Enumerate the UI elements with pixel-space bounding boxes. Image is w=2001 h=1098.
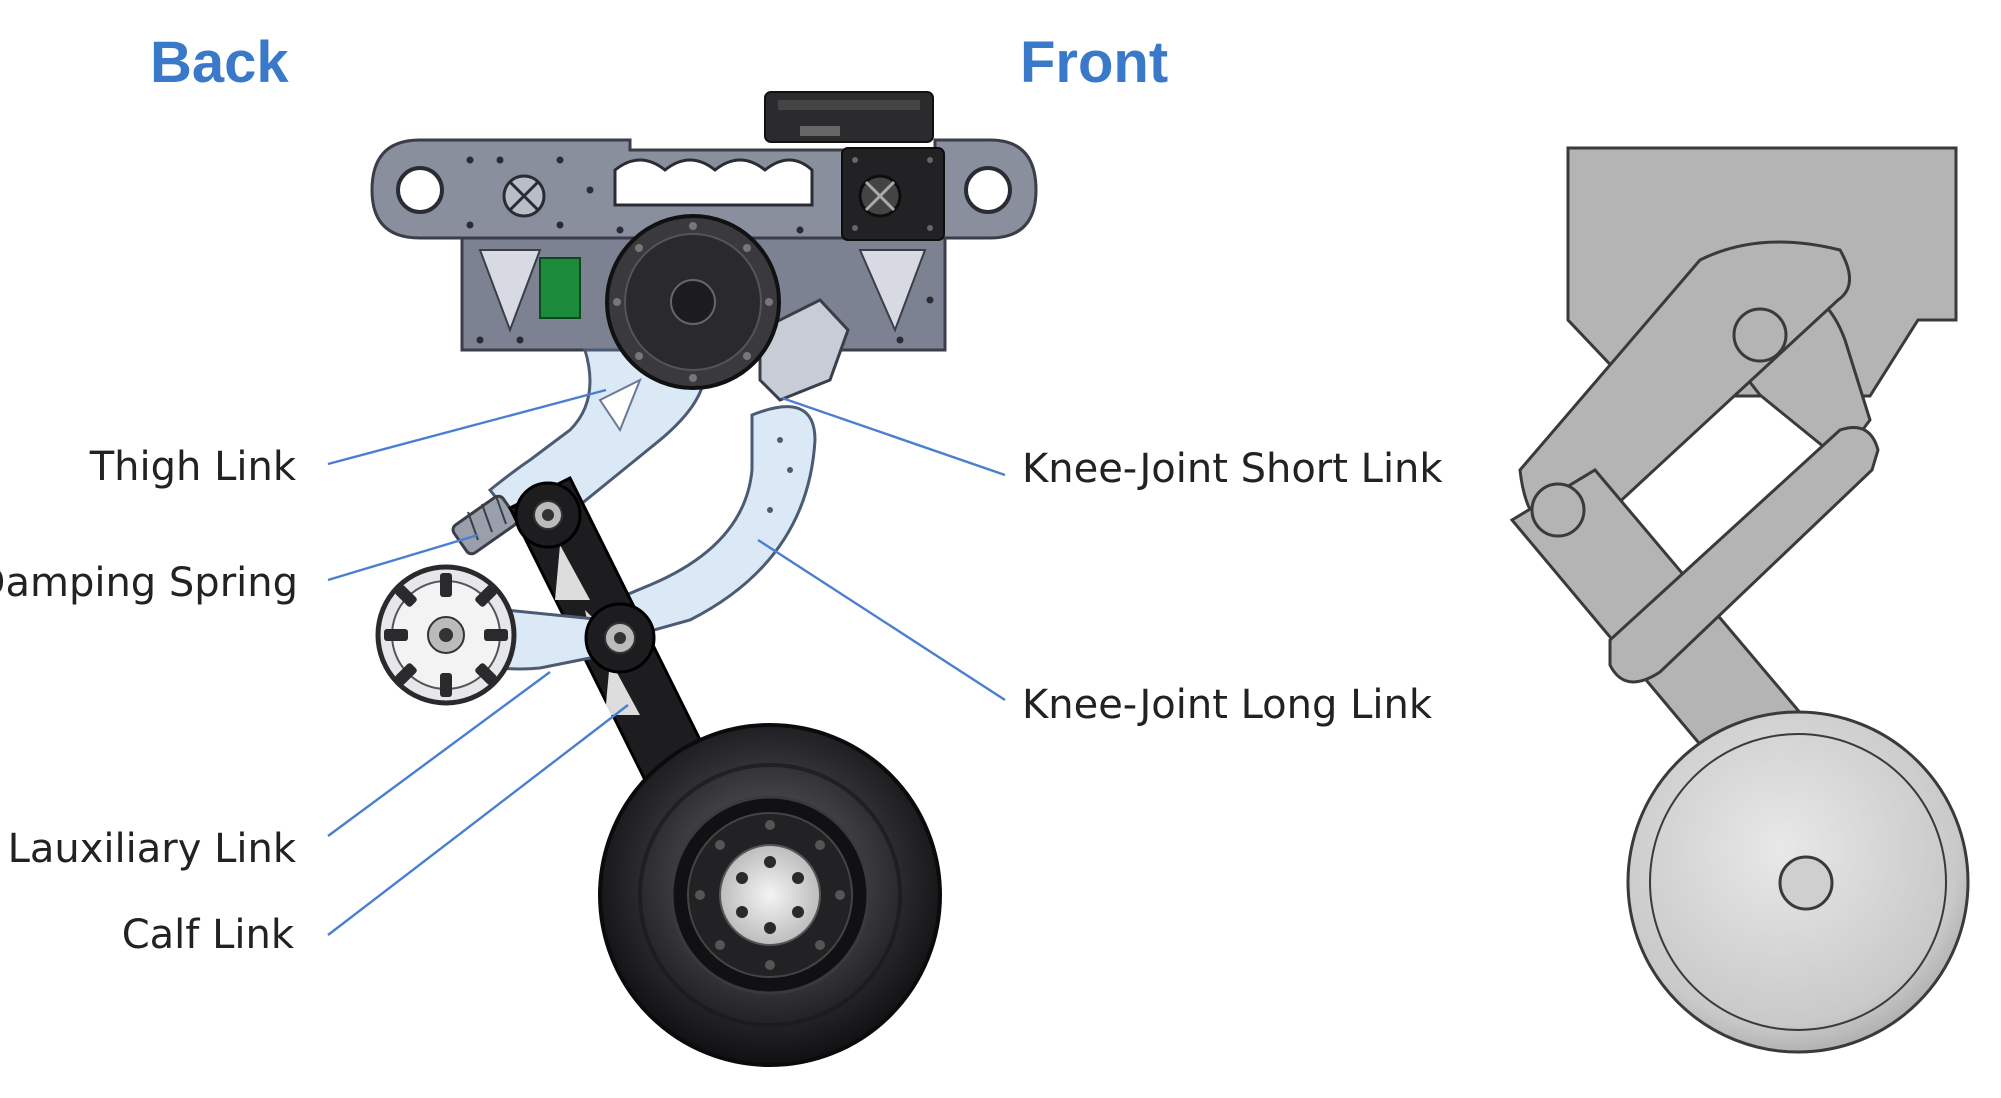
leader-knee-long-link — [757, 538, 1006, 702]
knee-joint-pivot — [584, 602, 656, 674]
omni-wheel — [375, 564, 517, 706]
leader-lauxiliary-link — [327, 671, 551, 837]
top-motor-box — [764, 91, 934, 143]
back-heading: Back — [150, 30, 289, 95]
leader-knee-short-link — [781, 396, 1006, 477]
hip-joint-disc — [605, 214, 781, 390]
label-thigh-link: Thigh Link — [89, 444, 297, 490]
callout-labels: Thigh Link Damping Spring Lauxiliary Lin… — [0, 444, 1443, 958]
schematic-pivot-hip — [1732, 307, 1788, 363]
leader-thigh-link — [327, 388, 607, 466]
schematic-diagram — [1509, 146, 1970, 1054]
schematic-long-link — [1608, 426, 1880, 684]
knee-short-link-part — [758, 298, 850, 402]
schematic-pivot-knee — [1530, 482, 1586, 538]
knee-long-link-part — [582, 405, 817, 647]
leader-calf-link — [327, 704, 629, 936]
label-knee-short-link: Knee-Joint Short Link — [1022, 446, 1443, 492]
leader-damping-spring — [327, 533, 479, 582]
label-calf-link: Calf Link — [122, 912, 295, 958]
front-heading: Front — [1020, 30, 1168, 95]
label-knee-long-link: Knee-Joint Long Link — [1022, 682, 1433, 728]
schematic-wheel-axle — [1778, 855, 1834, 911]
label-lauxiliary-link: Lauxiliary Link — [8, 826, 297, 872]
mechanical-leg-render — [370, 91, 1038, 1067]
leader-lines — [327, 388, 1006, 936]
schematic-wheel-rim — [1649, 733, 1947, 1031]
label-damping-spring: Damping Spring — [0, 560, 298, 606]
right-motor-plate — [841, 147, 945, 241]
drive-wheel — [598, 723, 942, 1067]
